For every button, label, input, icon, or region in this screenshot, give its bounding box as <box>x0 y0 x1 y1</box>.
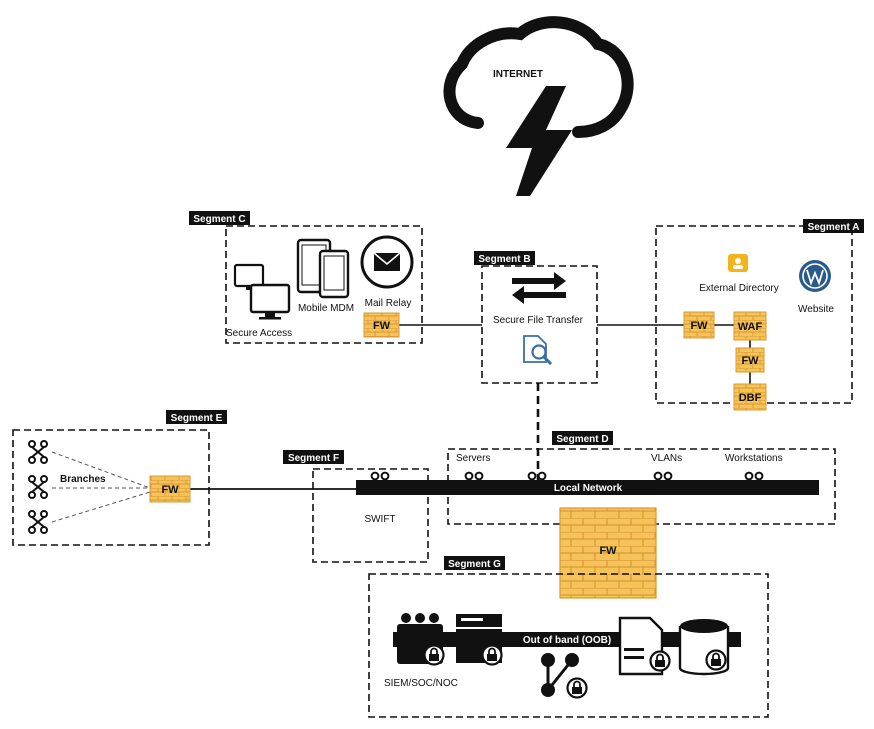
segment-a-tag: Segment A <box>808 222 860 233</box>
firewall-e: FW <box>149 475 191 503</box>
firewall-c-label: FW <box>373 320 391 332</box>
database-lock-icon <box>678 619 730 676</box>
siem-label: SIEM/SOC/NOC <box>384 678 458 689</box>
internet-cloud: INTERNET <box>443 16 634 196</box>
local-network-label: Local Network <box>554 483 623 494</box>
swift-label: SWIFT <box>364 514 395 525</box>
directory-icon <box>728 254 748 272</box>
internet-label: INTERNET <box>493 69 543 80</box>
mail-relay-label: Mail Relay <box>365 298 412 309</box>
segment-a: Segment A External Directory Website FW … <box>655 219 864 411</box>
lightning-bolt-icon <box>506 86 572 196</box>
branch-node-icon <box>28 510 48 534</box>
server-lock-icon <box>456 614 503 666</box>
segment-f: Segment F SWIFT <box>283 450 429 563</box>
dbf-block: DBF <box>733 383 767 411</box>
graph-lock-icon <box>541 653 588 699</box>
branch-node-icon <box>28 475 48 499</box>
firewall-a-label: FW <box>690 320 708 332</box>
transfer-arrows-icon <box>512 272 566 304</box>
segment-e: Segment E Branches FW <box>12 410 227 546</box>
segment-c: Segment C Mobile MDM Mail Relay Secure A… <box>189 211 423 344</box>
external-directory-label: External Directory <box>699 283 778 294</box>
vlans-label: VLANs <box>651 453 682 464</box>
cloud-lightning-icon <box>443 16 634 138</box>
firewall-e-label: FW <box>161 484 179 496</box>
servers-label: Servers <box>456 453 490 464</box>
firewall-a: FW <box>683 311 715 339</box>
website-label: Website <box>798 304 834 315</box>
segment-g-tag: Segment G <box>448 559 501 570</box>
people-lock-icon <box>397 613 445 666</box>
connections <box>51 324 751 523</box>
waf-label: WAF <box>738 321 763 333</box>
waf-block: WAF <box>733 311 767 341</box>
segment-g: Segment G Out of band (OOB) <box>368 556 769 718</box>
firewall-a2: FW <box>735 347 765 373</box>
mail-icon <box>360 235 414 289</box>
workstations-label: Workstations <box>725 453 783 464</box>
branches-label: Branches <box>60 474 106 485</box>
oob-label: Out of band (OOB) <box>523 635 611 646</box>
mobile-mdm-label: Mobile MDM <box>298 303 354 314</box>
segment-d-tag: Segment D <box>556 434 608 445</box>
document-lock-icon <box>618 616 671 676</box>
secure-access-label: Secure Access <box>226 328 292 339</box>
monitor-icon <box>233 263 291 320</box>
phone-icon <box>318 249 350 299</box>
dbf-label: DBF <box>739 392 762 404</box>
wordpress-icon <box>799 260 831 292</box>
firewall-d-label: FW <box>599 545 617 557</box>
segment-c-tag: Segment C <box>193 214 245 225</box>
segment-f-tag: Segment F <box>288 453 339 464</box>
branch-node-icon <box>28 440 48 464</box>
firewall-d: FW <box>559 507 657 599</box>
firewall-c: FW <box>363 312 400 338</box>
segment-b: Segment B Secure File Transfer <box>474 251 598 384</box>
segment-b-tag: Segment B <box>478 254 530 265</box>
secure-file-transfer-label: Secure File Transfer <box>493 315 584 326</box>
file-search-icon <box>523 335 553 366</box>
firewall-a2-label: FW <box>741 355 759 367</box>
segment-e-tag: Segment E <box>171 413 223 424</box>
